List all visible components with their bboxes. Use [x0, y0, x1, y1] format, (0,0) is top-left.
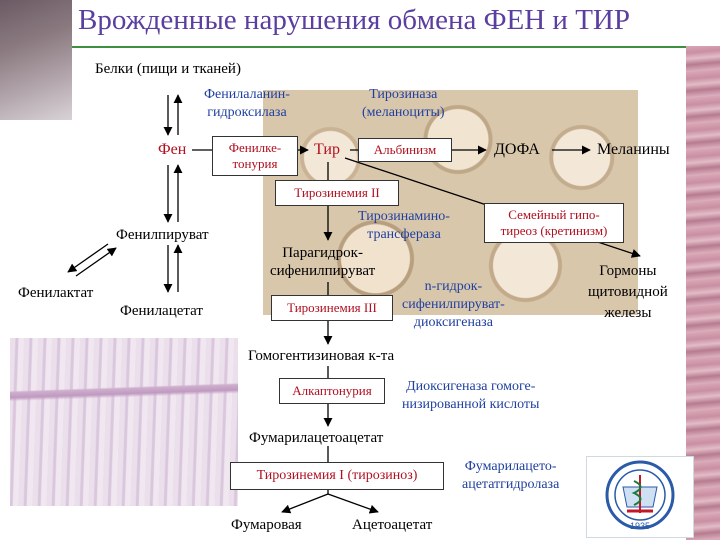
node-phenylpyruvate: Фенилпируват: [116, 227, 209, 243]
node-dopa: ДОФА: [494, 141, 540, 158]
node-thyroid-hormones: Гормоны щитовидной железы: [588, 263, 668, 321]
logo-year: 1935: [629, 521, 651, 531]
logo-emblem-icon: [605, 460, 675, 530]
header-decoration: [0, 0, 72, 120]
node-homogentisic-acid: Гомогентизиновая к-та: [248, 348, 395, 364]
disorder-tyrosinemia-3: Тирозинемия III: [271, 295, 393, 321]
tissue-histology-image: [10, 338, 238, 506]
disorder-alkaptonuria: Алкаптонурия: [279, 378, 385, 404]
university-logo: 1935: [586, 456, 694, 538]
enzyme-hppd: n-гидрок- сифенилпируват- диоксигеназа: [402, 279, 505, 330]
disorder-albinism: Альбинизм: [358, 138, 452, 162]
enzyme-tyrosinase: Тирозиназа (меланоциты): [362, 87, 445, 120]
node-phenylalanine: Фен: [158, 141, 187, 158]
disorder-tyrosinemia-1: Тирозинемия I (тирозиноз): [230, 462, 444, 490]
title-bar: [72, 0, 720, 48]
node-fumarate: Фумаровая: [231, 517, 302, 533]
enzyme-phenylalanine-hydroxylase: Фенилаланин- гидроксилаза: [204, 87, 290, 120]
enzyme-homogentisate-dioxygenase: Диоксигеназа гомоге- низированной кислот…: [402, 379, 540, 412]
disorder-tyrosinemia-2: Тирозинемия II: [275, 180, 399, 206]
node-phenylacetate: Фенилацетат: [120, 303, 203, 319]
slide-title: Врожденные нарушения обмена ФЕН и ТИР: [78, 4, 630, 36]
node-tyrosine: Тир: [314, 141, 340, 158]
node-hydroxyphenylpyruvate: Парагидрок- сифенилпируват: [270, 245, 376, 279]
disorder-familial-hypothyroidism: Семейный гипо- тиреоз (кретинизм): [484, 203, 624, 243]
node-fumarylacetoacetate: Фумарилацетоацетат: [249, 430, 384, 446]
enzyme-tyrosine-aminotransferase: Тирозинамино- трансфераза: [358, 209, 450, 242]
node-phenyllactate: Фенилактат: [18, 285, 94, 301]
node-proteins: Белки (пищи и тканей): [95, 61, 241, 77]
enzyme-fumarylacetoacetate-hydrolase: Фумарилацето- ацетатгидролаза: [462, 459, 560, 492]
node-melanins: Меланины: [597, 141, 670, 158]
disorder-phenylketonuria: Фенилке- тонурия: [212, 136, 298, 176]
node-acetoacetate: Ацетоацетат: [352, 517, 433, 533]
